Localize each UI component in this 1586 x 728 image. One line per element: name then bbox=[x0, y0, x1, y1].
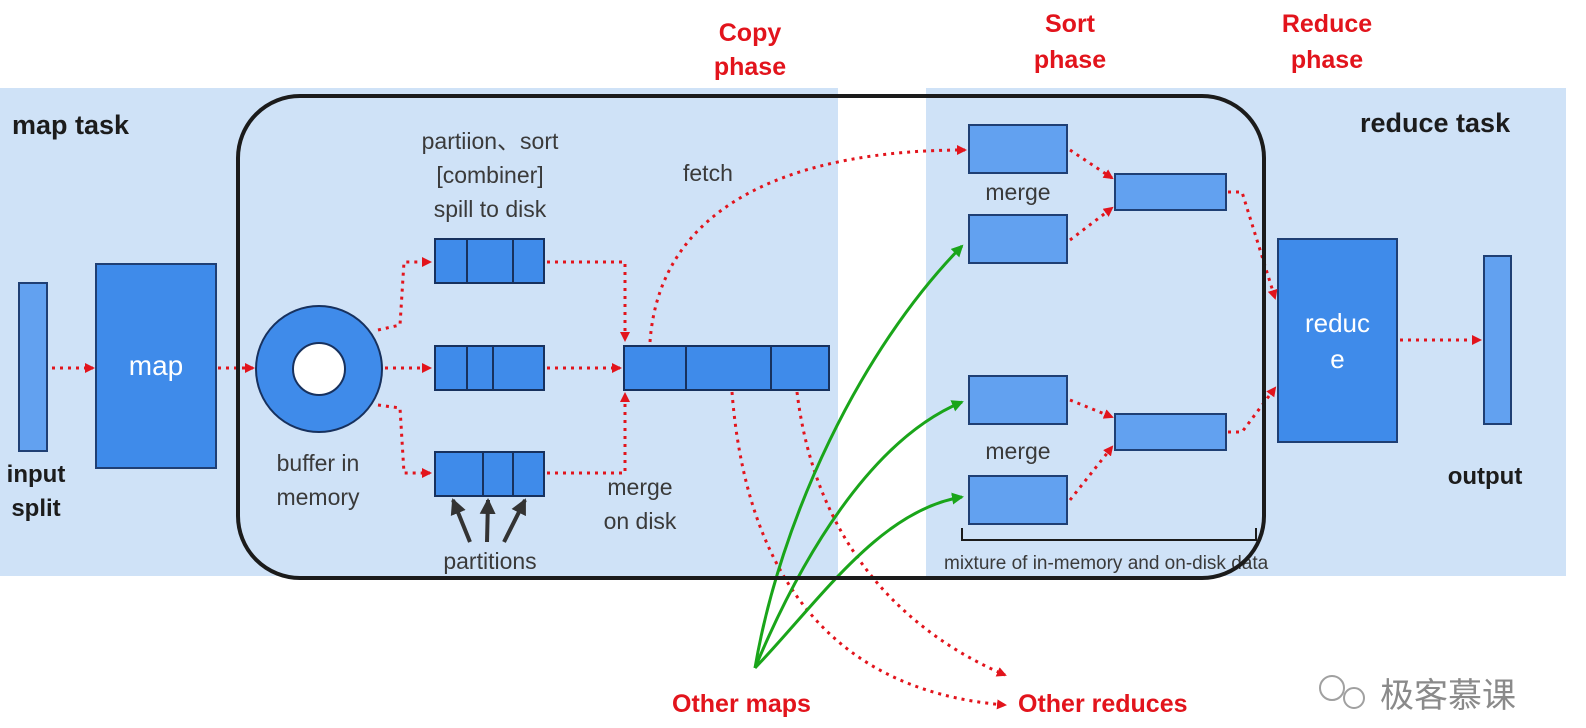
merged-map-output bbox=[623, 345, 830, 391]
merged-segment-top bbox=[1114, 173, 1227, 211]
other-reduces-label: Other reduces bbox=[1018, 690, 1188, 718]
copy-segment-1 bbox=[968, 124, 1068, 174]
arrow-merged-bottom-to-reduce bbox=[1228, 386, 1277, 434]
buffer-line2: memory bbox=[276, 484, 360, 510]
map-task-title: map task bbox=[12, 110, 130, 140]
arrow-to-other-reduces-2 bbox=[795, 391, 1007, 677]
input-split-line2: split bbox=[11, 495, 61, 522]
input-split-label: input split bbox=[6, 458, 66, 526]
green-arrow-to-segment-3 bbox=[753, 400, 964, 669]
merge-bottom-label: merge bbox=[985, 438, 1051, 464]
spill-note: partiion、sort [combiner] spill to disk bbox=[395, 124, 585, 226]
copy-segment-2 bbox=[968, 214, 1068, 264]
arrow-buffer-to-spill-bottom bbox=[377, 403, 432, 478]
arrow-merge-1 bbox=[1069, 148, 1114, 180]
partitions-label: partitions bbox=[443, 548, 537, 574]
arrow-buffer-to-spill-top bbox=[377, 257, 432, 332]
map-box bbox=[95, 263, 217, 469]
copy-phase-title: Copy phase bbox=[705, 16, 795, 84]
arrow-spill-bottom-to-merge bbox=[547, 392, 630, 475]
partition-divider bbox=[685, 347, 687, 389]
input-split-line1: input bbox=[6, 461, 66, 488]
spill-note-line1: partiion、sort bbox=[421, 128, 559, 154]
merged-segment-bottom bbox=[1114, 413, 1227, 451]
merge-on-disk-label: merge on disk bbox=[590, 470, 690, 538]
spill-note-line3: spill to disk bbox=[433, 196, 547, 222]
spill-file-bottom bbox=[434, 451, 545, 497]
partition-divider bbox=[512, 453, 514, 495]
other-maps-label: Other maps bbox=[672, 690, 811, 718]
partition-divider bbox=[770, 347, 772, 389]
fetch-label: fetch bbox=[683, 160, 733, 186]
reduce-label-line2: e bbox=[1330, 344, 1345, 374]
arrow-merged-top-to-reduce bbox=[1228, 190, 1278, 300]
merge-top-label: merge bbox=[985, 179, 1051, 205]
partition-pointer-3 bbox=[502, 498, 527, 543]
copy-phase-line1: Copy bbox=[718, 19, 782, 47]
spill-file-middle bbox=[434, 345, 545, 391]
reduce-task-title: reduce task bbox=[1360, 108, 1511, 138]
partition-divider bbox=[492, 347, 494, 389]
watermark-logo bbox=[1319, 675, 1365, 709]
buffer-line1: buffer in bbox=[276, 450, 360, 476]
reduce-phase-title: Reduce phase bbox=[1272, 6, 1382, 78]
reduce-label: reduc e bbox=[1277, 305, 1398, 377]
partition-divider bbox=[482, 453, 484, 495]
arrow-fetch bbox=[648, 145, 967, 343]
arrow-merge-2 bbox=[1069, 206, 1114, 242]
buffer-hole bbox=[292, 342, 346, 396]
arrow-spill-top-to-merge bbox=[547, 260, 630, 342]
input-split-block bbox=[18, 282, 48, 452]
watermark-text: 极客慕课 bbox=[1380, 677, 1516, 715]
copy-phase-line2: phase bbox=[713, 53, 787, 81]
partition-divider bbox=[466, 240, 468, 282]
reduce-phase-line1: Reduce bbox=[1281, 10, 1373, 38]
output-block bbox=[1483, 255, 1512, 425]
map-label: map bbox=[128, 350, 184, 381]
arrow-merge-3 bbox=[1069, 398, 1114, 419]
copy-segment-3 bbox=[968, 375, 1068, 425]
partition-divider bbox=[466, 347, 468, 389]
reduce-box bbox=[1277, 238, 1398, 443]
reduce-label-line1: reduc bbox=[1304, 308, 1371, 338]
spill-file-top bbox=[434, 238, 545, 284]
mixture-label: mixture of in-memory and on-disk data bbox=[944, 553, 1269, 574]
output-label: output bbox=[1447, 463, 1523, 490]
sort-phase-line1: Sort bbox=[1045, 10, 1095, 38]
partition-pointer-2 bbox=[479, 498, 496, 543]
sort-phase-line2: phase bbox=[1033, 46, 1107, 74]
green-arrow-to-segment-2 bbox=[753, 244, 964, 669]
partition-divider bbox=[512, 240, 514, 282]
phases-outline bbox=[236, 94, 1266, 580]
spill-note-line2: [combiner] bbox=[436, 162, 544, 188]
green-arrow-to-segment-4 bbox=[753, 492, 964, 670]
merge-on-disk-line2: on disk bbox=[603, 508, 677, 534]
arrow-merge-4 bbox=[1068, 445, 1114, 501]
sort-phase-title: Sort phase bbox=[1025, 6, 1115, 78]
partition-pointer-1 bbox=[450, 498, 472, 543]
merge-on-disk-line1: merge bbox=[607, 474, 673, 500]
reduce-phase-line2: phase bbox=[1290, 46, 1364, 74]
buffer-label: buffer in memory bbox=[258, 446, 378, 514]
copy-segment-4 bbox=[968, 475, 1068, 525]
mixture-bracket bbox=[961, 528, 1257, 541]
